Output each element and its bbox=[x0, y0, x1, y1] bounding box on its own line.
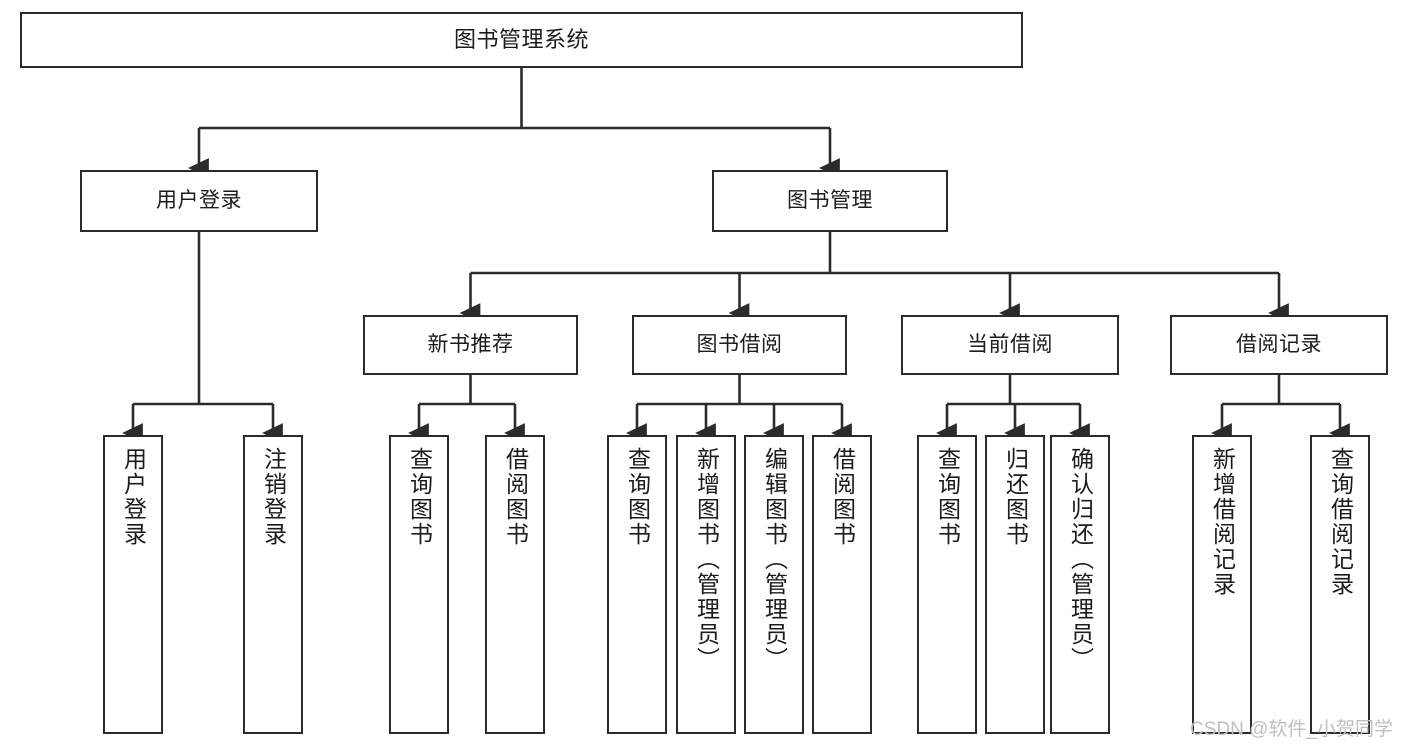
node-label-borrow: 图书借阅 bbox=[696, 333, 783, 357]
node-label-l1: 用户登录 bbox=[120, 447, 147, 547]
node-label-login: 用户登录 bbox=[156, 189, 242, 213]
node-label-current: 当前借阅 bbox=[967, 333, 1053, 357]
node-box-c1[interactable]: 查询图书 bbox=[917, 435, 977, 734]
node-box-r2[interactable]: 查询借阅记录 bbox=[1310, 435, 1370, 734]
node-label-b3: 编辑图书（管理员） bbox=[761, 447, 788, 672]
node-label-bookmgmt: 图书管理 bbox=[787, 189, 873, 213]
node-box-l2[interactable]: 注销登录 bbox=[243, 435, 303, 734]
node-box-n1[interactable]: 查询图书 bbox=[389, 435, 449, 734]
node-box-current[interactable]: 当前借阅 bbox=[901, 315, 1119, 375]
node-label-b1: 查询图书 bbox=[624, 447, 651, 547]
node-box-newbook[interactable]: 新书推荐 bbox=[363, 315, 578, 375]
node-box-b3[interactable]: 编辑图书（管理员） bbox=[744, 435, 804, 734]
node-box-borrow[interactable]: 图书借阅 bbox=[632, 315, 847, 375]
node-box-records[interactable]: 借阅记录 bbox=[1170, 315, 1388, 375]
node-label-b4: 借阅图书 bbox=[829, 447, 856, 547]
node-label-c3: 确认归还（管理员） bbox=[1067, 447, 1094, 672]
node-box-n2[interactable]: 借阅图书 bbox=[485, 435, 545, 734]
node-label-c1: 查询图书 bbox=[934, 447, 961, 547]
node-box-r1[interactable]: 新增借阅记录 bbox=[1192, 435, 1252, 734]
edges-group bbox=[122, 68, 1350, 443]
node-box-c2[interactable]: 归还图书 bbox=[985, 435, 1045, 734]
node-box-l1[interactable]: 用户登录 bbox=[103, 435, 163, 734]
node-box-b1[interactable]: 查询图书 bbox=[607, 435, 667, 734]
node-label-newbook: 新书推荐 bbox=[427, 333, 514, 357]
node-box-login[interactable]: 用户登录 bbox=[80, 170, 318, 232]
node-label-root: 图书管理系统 bbox=[453, 26, 589, 52]
node-label-l2: 注销登录 bbox=[260, 447, 287, 547]
node-label-n2: 借阅图书 bbox=[502, 447, 529, 547]
node-box-bookmgmt[interactable]: 图书管理 bbox=[712, 170, 948, 232]
node-label-r1: 新增借阅记录 bbox=[1209, 447, 1236, 597]
node-box-b2[interactable]: 新增图书（管理员） bbox=[676, 435, 736, 734]
node-label-b2: 新增图书（管理员） bbox=[693, 447, 720, 672]
node-label-records: 借阅记录 bbox=[1236, 333, 1322, 357]
node-label-c2: 归还图书 bbox=[1002, 447, 1029, 547]
node-label-n1: 查询图书 bbox=[406, 447, 433, 547]
node-box-b4[interactable]: 借阅图书 bbox=[812, 435, 872, 734]
node-box-root[interactable]: 图书管理系统 bbox=[20, 12, 1023, 68]
node-label-r2: 查询借阅记录 bbox=[1327, 447, 1354, 597]
node-box-c3[interactable]: 确认归还（管理员） bbox=[1050, 435, 1110, 734]
